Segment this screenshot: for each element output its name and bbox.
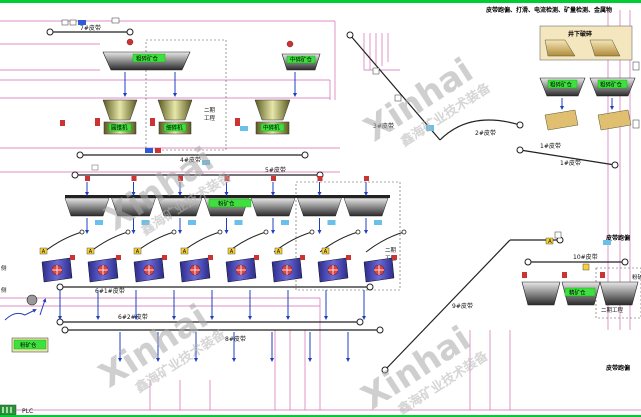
belt-1: 1#皮带 1#皮带: [516, 142, 619, 169]
silo-top-label: 粗碎矿仓: [136, 55, 159, 63]
edge-right-label: 粉矿: [632, 273, 641, 281]
svg-text:A: A: [89, 249, 93, 255]
top-feed-icons: [61, 17, 120, 26]
svg-text:A: A: [183, 249, 187, 255]
vibrating-screen: [87, 229, 131, 283]
svg-text:A: A: [136, 249, 140, 255]
crusher-b-label: 细碎机: [166, 124, 183, 132]
edge-left-top-label: 侧: [1, 264, 7, 272]
svg-text:A: A: [277, 249, 281, 255]
belt-deviation-right: 皮带跑偏: [606, 234, 630, 242]
belt-8-label: 8#皮带: [225, 335, 246, 343]
header-title: 皮带跑偏、打滑、电流检测、矿量检测、金属物: [486, 6, 612, 14]
belt-9-label: 9#皮带: [452, 302, 473, 310]
sensor-icon-2: [155, 148, 161, 153]
a-status-badge: A: [133, 247, 142, 255]
top-status-bar: [0, 0, 641, 3]
silo-row-1: 粗碎矿仓 中碎矿仓: [102, 38, 321, 71]
fine-ore-bin: [343, 176, 389, 234]
a-status-badge: A: [86, 247, 95, 255]
underground-crusher: 井下破碎: [539, 25, 640, 71]
belt-3-label: 3#皮带: [373, 122, 394, 130]
crusher-a-label: 圆锥机: [111, 124, 128, 132]
a-status-badge: A: [39, 247, 48, 255]
phase2-right-label: 二期工程: [601, 306, 624, 314]
fine-ore-bin: [157, 176, 203, 234]
fine-ore-bin: [64, 176, 110, 234]
watermark-4: Xinhai 鑫海矿业技术装备: [357, 50, 494, 150]
belt-10: 10#皮带: [524, 240, 629, 271]
jaw-bins: 粗碎矿仓 粗碎矿仓: [539, 77, 640, 131]
svg-text:A: A: [324, 249, 328, 255]
belt-2-label: 2#皮带: [475, 129, 496, 137]
belt-6-1-label: 6#1#皮带: [95, 287, 125, 295]
silo-mid-label: 中碎矿仓: [290, 56, 313, 64]
sensor-icon-3: [202, 160, 210, 165]
feeder-icon: [126, 38, 134, 46]
belt-1a-label: 1#皮带: [540, 142, 561, 150]
belt-7-label: 7#皮带: [80, 24, 101, 32]
vibrating-screen: [317, 229, 361, 283]
bottom-right-label: 皮带跑偏: [606, 364, 630, 372]
left-ore-bin: 粉矿仓: [4, 294, 49, 353]
vibrating-screen: [225, 229, 269, 283]
left-signal-boxes: [60, 120, 99, 171]
belt-7: 7#皮带: [46, 24, 134, 36]
belt-6-2: 6#2#皮带: [56, 313, 364, 326]
fine-ore-bin: [297, 176, 342, 234]
jaw-b-label: 粗碎矿仓: [600, 81, 623, 89]
svg-text:A: A: [230, 249, 234, 255]
signal-wiring: [0, 10, 641, 411]
vibrating-screen: [41, 229, 85, 283]
screen-row: [41, 229, 407, 283]
belt-2: 2#皮带: [439, 119, 524, 141]
sensor-icon: [145, 148, 153, 153]
feeder-icon-2: [286, 40, 294, 48]
belt-4: 4#皮带: [76, 151, 309, 164]
jaw-a-label: 粗碎矿仓: [550, 81, 573, 89]
vibrating-screen: [133, 229, 177, 283]
belt-8: 8#皮带: [61, 326, 384, 343]
phase2-top-label-2: 工程: [204, 114, 216, 122]
a-status-badge: A: [180, 247, 189, 255]
belt-5-label: 5#皮带: [265, 166, 286, 174]
belt-9-incline: 9#皮带 A: [381, 231, 564, 374]
belt-1b-label: 1#皮带: [560, 159, 581, 167]
svg-text:A: A: [548, 239, 552, 245]
incline-sensors: [372, 67, 434, 131]
a-status-badge: A: [274, 247, 283, 255]
phase2-mid-label: 二期: [385, 247, 397, 254]
bottom-status-bar: [0, 415, 641, 417]
fine-ore-bin: [111, 176, 156, 234]
belt-3: 3#皮带: [346, 31, 441, 141]
svg-text:A: A: [42, 249, 46, 255]
belt-6-2-label: 6#2#皮带: [118, 313, 148, 321]
vibrating-screen: [271, 229, 315, 283]
crusher-c-label: 中碎机: [263, 124, 280, 132]
vibrating-screen: [179, 229, 223, 283]
belt-10-label: 10#皮带: [573, 253, 598, 261]
vertical-drops: [58, 290, 366, 362]
belt-4-label: 4#皮带: [180, 156, 201, 164]
underground-crusher-label: 井下破碎: [568, 30, 592, 38]
bottom-bin-label: 精矿仓: [569, 289, 586, 297]
flow-arrows-top: [123, 72, 297, 97]
belt-6-1: 6#1#皮带: [56, 283, 374, 295]
a-status-badge: A: [321, 247, 330, 255]
fine-ore-bin-row: 粉矿仓: [64, 176, 390, 234]
a-status-badge: A: [227, 247, 236, 255]
cone-crushers: 圆锥机 细碎机 中碎机: [95, 99, 291, 135]
phase2-top-label: 二期: [204, 107, 216, 114]
ore-bin-left-label: 粉矿仓: [20, 341, 37, 349]
vibrating-screen: [363, 229, 407, 283]
watermark-2: Xinhai 鑫海矿业技术装备: [92, 297, 229, 397]
bin-row-label: 粉矿仓: [218, 200, 235, 208]
bottom-bins-right: 精矿仓: [521, 272, 639, 306]
fine-ore-bin: [250, 176, 296, 234]
plc-label: PLC: [22, 408, 33, 415]
edge-left-bottom-label: 侧: [1, 286, 7, 294]
